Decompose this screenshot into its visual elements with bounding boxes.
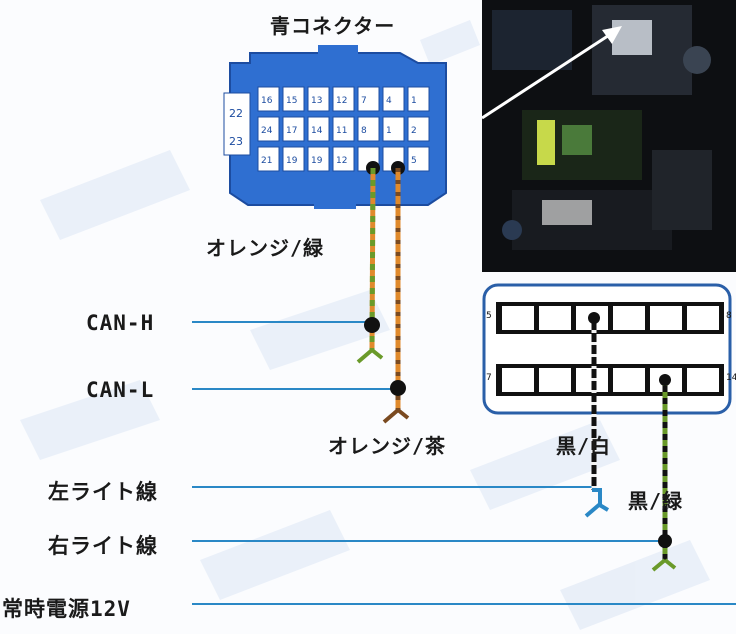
white-connector-pin: [687, 306, 719, 330]
connector-pin: [282, 116, 305, 142]
wire-label-orange-green: オレンジ/緑: [206, 236, 325, 260]
connector-pin: [332, 146, 355, 172]
pin-label: 8: [361, 126, 367, 136]
white-connector-pin: [650, 306, 682, 330]
pin-label: 12: [336, 96, 347, 106]
connector-pin: [407, 146, 430, 172]
pin-label: 15: [286, 96, 297, 106]
pin-label: 4: [386, 96, 392, 106]
white-connector-pin: [687, 368, 719, 392]
pin-number-right: 14: [726, 373, 736, 383]
pin-label: 1: [411, 96, 417, 106]
pin-label: 7: [361, 96, 367, 106]
white-connector-pin: [613, 306, 645, 330]
engine-bay-photo: [482, 0, 736, 272]
connector-pin: [332, 116, 355, 142]
connector-pin: [307, 146, 330, 172]
connector-pin: [357, 116, 380, 142]
pin-label: 2: [411, 126, 417, 136]
connector-pin: [382, 116, 405, 142]
connector-pin: [407, 86, 430, 112]
pin-number-left: 5: [486, 311, 492, 321]
connector-pin: [407, 116, 430, 142]
white-connector-pin: [539, 306, 571, 330]
connector-pin: [257, 146, 280, 172]
pin-label: 14: [311, 126, 323, 136]
signal-constant-power: 常時電源12V: [2, 597, 131, 621]
pin-label: 24: [261, 126, 273, 136]
connector-pin: [257, 86, 280, 112]
connector-pin: [307, 116, 330, 142]
signal-left-light: 左ライト線: [48, 480, 158, 504]
connector-pin: [332, 86, 355, 112]
pin-label: 11: [336, 126, 347, 136]
white-connector-pin: [502, 368, 534, 392]
connector-pin: [257, 116, 280, 142]
pin-label: 19: [311, 156, 323, 166]
pin-label: 21: [261, 156, 272, 166]
signal-can-h: CAN-H: [86, 311, 155, 335]
pin-number-right: 8: [726, 311, 732, 321]
white-connector-pin: [502, 306, 534, 330]
pin-label: 16: [261, 96, 273, 106]
signal-can-l: CAN-L: [86, 378, 155, 402]
blue-connector-title: 青コネクター: [270, 14, 396, 38]
wire-label-black-white: 黒/白: [556, 434, 612, 458]
pin-label: 12: [336, 156, 347, 166]
connector-pin: [307, 86, 330, 112]
wire-label-orange-brown: オレンジ/茶: [328, 434, 447, 458]
pin-label: 17: [286, 126, 297, 136]
white-connector-pin: [613, 368, 645, 392]
signal-right-light: 右ライト線: [48, 534, 158, 558]
connector-pin: [282, 146, 305, 172]
pin-label: 13: [311, 96, 322, 106]
pin-label: 5: [411, 156, 417, 166]
pin-number-left: 7: [486, 373, 492, 383]
pin-label: 23: [229, 135, 243, 148]
connector-pin: [382, 86, 405, 112]
connector-pin: [357, 86, 380, 112]
pin-label: 22: [229, 107, 243, 120]
pin-label: 19: [286, 156, 298, 166]
wire-label-black-green: 黒/緑: [628, 489, 684, 513]
white-connector-pin: [539, 368, 571, 392]
pin-label: 1: [386, 126, 392, 136]
connector-pin: [282, 86, 305, 112]
